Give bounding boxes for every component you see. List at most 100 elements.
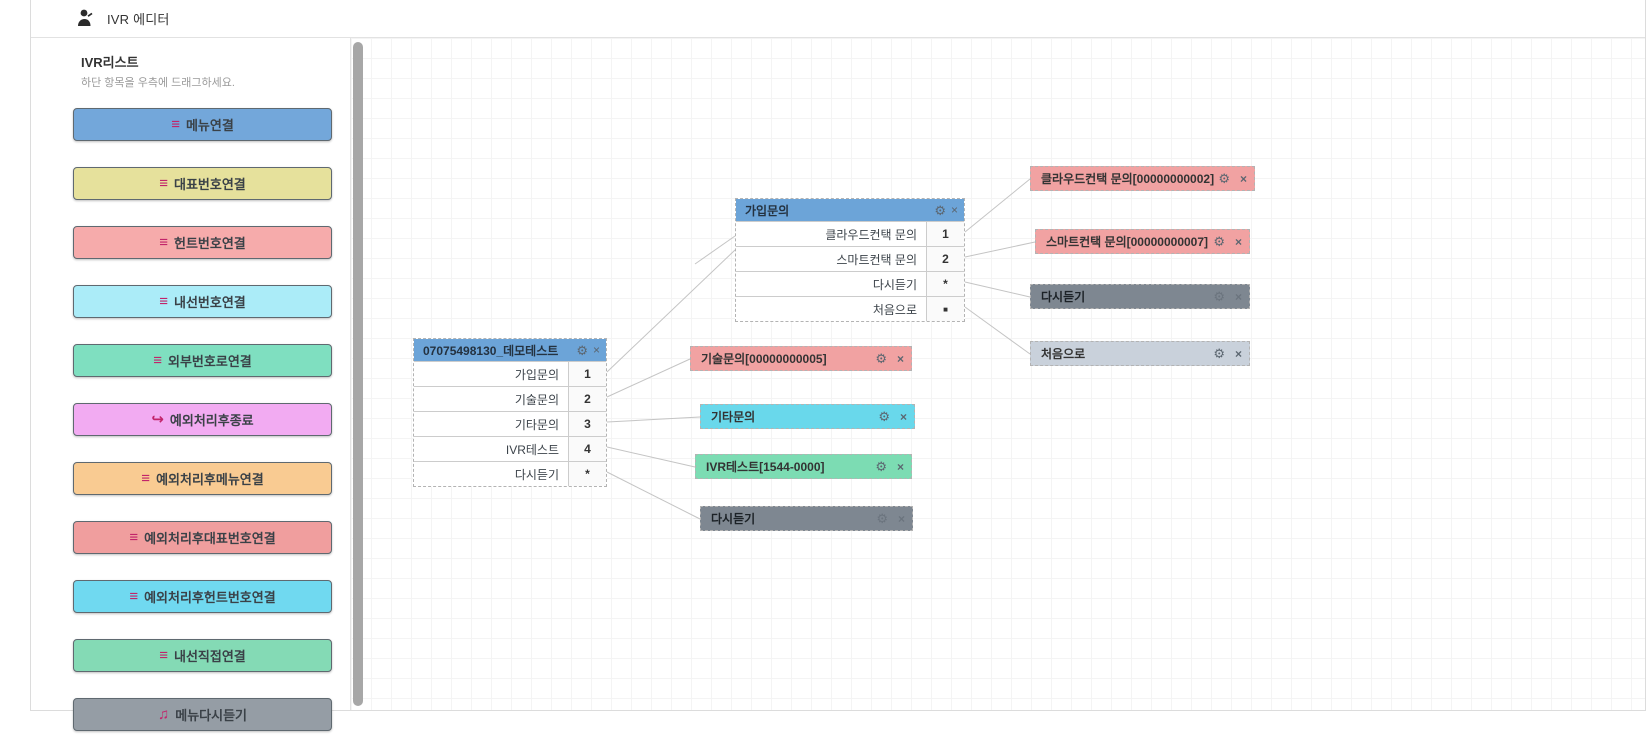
node-title: 가입문의 xyxy=(745,203,790,218)
menu-row[interactable]: 기술문의 2 xyxy=(414,386,606,411)
node-label: 스마트컨택 문의[00000000007] xyxy=(1046,235,1209,249)
row-label: 클라우드컨택 문의 xyxy=(825,227,917,242)
menu-row[interactable]: IVR테스트 4 xyxy=(414,436,606,461)
sidebar-item-label: 내선번호연결 xyxy=(174,295,246,310)
sidebar-item-extension-number-connect[interactable]: ≡ 내선번호연결 xyxy=(73,285,332,318)
sidebar-item-label: 예외처리후대표번호연결 xyxy=(144,531,276,546)
node-etc-inquiry[interactable]: 기타문의 ⚙ × xyxy=(700,404,915,429)
menu-row[interactable]: 다시듣기 * xyxy=(414,461,606,486)
settings-icon[interactable]: ⚙ xyxy=(875,459,887,474)
row-label: 가입문의 xyxy=(514,367,559,382)
close-icon[interactable]: × xyxy=(896,460,904,474)
row-key: 2 xyxy=(568,387,606,411)
settings-icon[interactable]: ⚙ xyxy=(878,409,890,424)
node-replay[interactable]: 다시듣기 ⚙ × xyxy=(700,506,913,531)
sidebar-item-exception-menu-connect[interactable]: ≡ 예외처리후메뉴연결 xyxy=(73,462,332,495)
sidebar-item-hunt-number-connect[interactable]: ≡ 헌트번호연결 xyxy=(73,226,332,259)
sidebar-item-external-number-connect[interactable]: ≡ 외부번호로연결 xyxy=(73,344,332,377)
music-note-icon: ♫ xyxy=(157,706,170,723)
node-label: 다시듣기 xyxy=(711,512,756,526)
close-icon[interactable]: × xyxy=(1234,347,1242,361)
user-icon xyxy=(78,9,93,26)
page-title: IVR 에디터 xyxy=(107,12,170,27)
sidebar-item-label: 외부번호로연결 xyxy=(168,354,252,369)
ivr-sidebar: IVR리스트 하단 항목을 우측에 드래그하세요. ≡ 메뉴연결 ≡ 대표번호연… xyxy=(31,38,351,731)
sidebar-item-extension-direct-connect[interactable]: ≡ 내선직접연결 xyxy=(73,639,332,672)
canvas-scrollbar[interactable] xyxy=(353,42,363,706)
sidebar-item-menu-replay[interactable]: ♫ 메뉴다시듣기 xyxy=(73,698,332,731)
settings-icon[interactable]: ⚙ xyxy=(1213,289,1225,304)
sidebar-item-menu-connect[interactable]: ≡ 메뉴연결 xyxy=(73,108,332,141)
sidebar-item-exception-end[interactable]: ↪ 예외처리후종료 xyxy=(73,403,332,436)
node-label: IVR테스트[1544-0000] xyxy=(706,460,825,474)
settings-icon[interactable]: ⚙ xyxy=(1213,346,1225,361)
row-label: 기타문의 xyxy=(514,417,559,432)
close-icon[interactable]: × xyxy=(1234,235,1242,249)
close-icon[interactable]: × xyxy=(592,343,600,357)
row-key: * xyxy=(926,272,964,296)
close-icon[interactable]: × xyxy=(950,203,958,217)
flow-canvas[interactable]: 07075498130_데모테스트 ⚙ × 가입문의 1 기술문의 2 기타문의… xyxy=(351,38,1645,710)
menu-row[interactable]: 다시듣기 * xyxy=(736,271,964,296)
node-title: 07075498130_데모테스트 xyxy=(423,343,559,358)
node-join-inquiry[interactable]: 가입문의 ⚙ × 클라우드컨택 문의 1 스마트컨택 문의 2 다시듣기 * xyxy=(735,198,965,322)
settings-icon[interactable]: ⚙ xyxy=(876,511,888,526)
menu-row[interactable]: 처음으로 ■ xyxy=(736,296,964,321)
node-label: 다시듣기 xyxy=(1041,290,1086,304)
node-ivr-test[interactable]: IVR테스트[1544-0000] ⚙ × xyxy=(695,454,912,479)
menu-row[interactable]: 기타문의 3 xyxy=(414,411,606,436)
menu-row[interactable]: 클라우드컨택 문의 1 xyxy=(736,221,964,246)
close-icon[interactable]: × xyxy=(1234,290,1242,304)
sidebar-item-exception-main-number-connect[interactable]: ≡ 예외처리후대표번호연결 xyxy=(73,521,332,554)
settings-icon[interactable]: ⚙ xyxy=(1213,234,1225,249)
node-demo-test[interactable]: 07075498130_데모테스트 ⚙ × 가입문의 1 기술문의 2 기타문의… xyxy=(413,338,607,487)
node-label: 처음으로 xyxy=(1041,347,1086,361)
row-label: 다시듣기 xyxy=(872,277,917,292)
app-frame: IVR 에디터 IVR리스트 하단 항목을 우측에 드래그하세요. ≡ 메뉴연결… xyxy=(30,0,1646,731)
row-key: 2 xyxy=(926,247,964,271)
sidebar-item-label: 메뉴연결 xyxy=(185,118,234,133)
settings-icon[interactable]: ⚙ xyxy=(576,342,588,358)
sidebar-item-label: 메뉴다시듣기 xyxy=(175,708,247,723)
menu-row[interactable]: 스마트컨택 문의 2 xyxy=(736,246,964,271)
node-label: 클라우드컨택 문의[00000000002] xyxy=(1041,172,1215,186)
node-header[interactable]: 가입문의 ⚙ × xyxy=(736,199,964,221)
close-icon[interactable]: × xyxy=(897,512,905,526)
menu-icon: ≡ xyxy=(159,234,168,251)
close-icon[interactable]: × xyxy=(896,352,904,366)
row-label: 스마트컨택 문의 xyxy=(836,252,917,267)
settings-icon[interactable]: ⚙ xyxy=(934,202,946,218)
sidebar-item-exception-hunt-number-connect[interactable]: ≡ 예외처리후헌트번호연결 xyxy=(73,580,332,613)
node-tech-inquiry[interactable]: 기술문의[00000000005] ⚙ × xyxy=(690,346,912,371)
row-key: 1 xyxy=(926,222,964,246)
node-go-first[interactable]: 처음으로 ⚙ × xyxy=(1030,341,1250,366)
node-cloud-contact-inquiry[interactable]: 클라우드컨택 문의[00000000002] ⚙ × xyxy=(1030,166,1255,191)
row-key: 1 xyxy=(568,362,606,386)
app-header: IVR 에디터 xyxy=(31,0,1645,38)
sidebar-item-label: 내선직접연결 xyxy=(174,649,246,664)
menu-icon: ≡ xyxy=(159,175,168,192)
row-key: 3 xyxy=(568,412,606,436)
menu-icon: ≡ xyxy=(153,352,163,369)
sidebar-item-main-number-connect[interactable]: ≡ 대표번호연결 xyxy=(73,167,332,200)
menu-icon: ≡ xyxy=(159,293,168,310)
sidebar-title: IVR리스트 xyxy=(81,55,139,70)
row-key: 4 xyxy=(568,437,606,461)
close-icon[interactable]: × xyxy=(899,410,907,424)
row-key: ■ xyxy=(926,297,964,321)
menu-icon: ≡ xyxy=(171,116,180,133)
menu-row[interactable]: 가입문의 1 xyxy=(414,361,606,386)
sidebar-subtitle: 하단 항목을 우측에 드래그하세요. xyxy=(81,77,235,89)
sidebar-item-label: 예외처리후종료 xyxy=(169,413,254,428)
forward-arrow-icon: ↪ xyxy=(151,411,164,428)
row-label: IVR테스트 xyxy=(505,442,559,457)
row-label: 다시듣기 xyxy=(514,467,559,482)
settings-icon[interactable]: ⚙ xyxy=(1218,171,1230,186)
menu-icon: ≡ xyxy=(159,647,168,664)
node-replay-2[interactable]: 다시듣기 ⚙ × xyxy=(1030,284,1250,309)
node-header[interactable]: 07075498130_데모테스트 ⚙ × xyxy=(414,339,606,361)
node-smart-contact-inquiry[interactable]: 스마트컨택 문의[00000000007] ⚙ × xyxy=(1035,229,1250,254)
settings-icon[interactable]: ⚙ xyxy=(875,351,887,366)
node-label: 기타문의 xyxy=(711,410,756,424)
close-icon[interactable]: × xyxy=(1239,172,1247,186)
